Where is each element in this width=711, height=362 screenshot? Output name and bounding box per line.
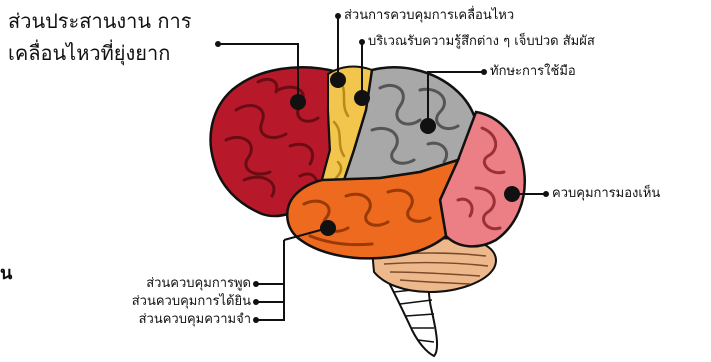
- label-hand-skills: ทักษะการใช้มือ: [490, 64, 576, 79]
- label-memory: ส่วนควบคุมความจำ: [139, 312, 251, 327]
- label-coordination-line2: เคลื่อนไหวที่ยุ่งยาก: [8, 42, 170, 64]
- label-hearing: ส่วนควบคุมการได้ยิน: [132, 294, 251, 309]
- label-vision: ควบคุมการมองเห็น: [552, 186, 660, 201]
- label-speech: ส่วนควบคุมการพูด: [146, 276, 251, 291]
- label-coordination-line1: ส่วนประสานงาน การ: [8, 10, 192, 32]
- label-motor-control: ส่วนการควบคุมการเคลื่อนไหว: [344, 8, 514, 23]
- edge-text-fragment: น: [0, 258, 12, 287]
- label-sensory-area: บริเวณรับความรู้สึกต่าง ๆ เจ็บปวด สัมผัส: [368, 34, 595, 49]
